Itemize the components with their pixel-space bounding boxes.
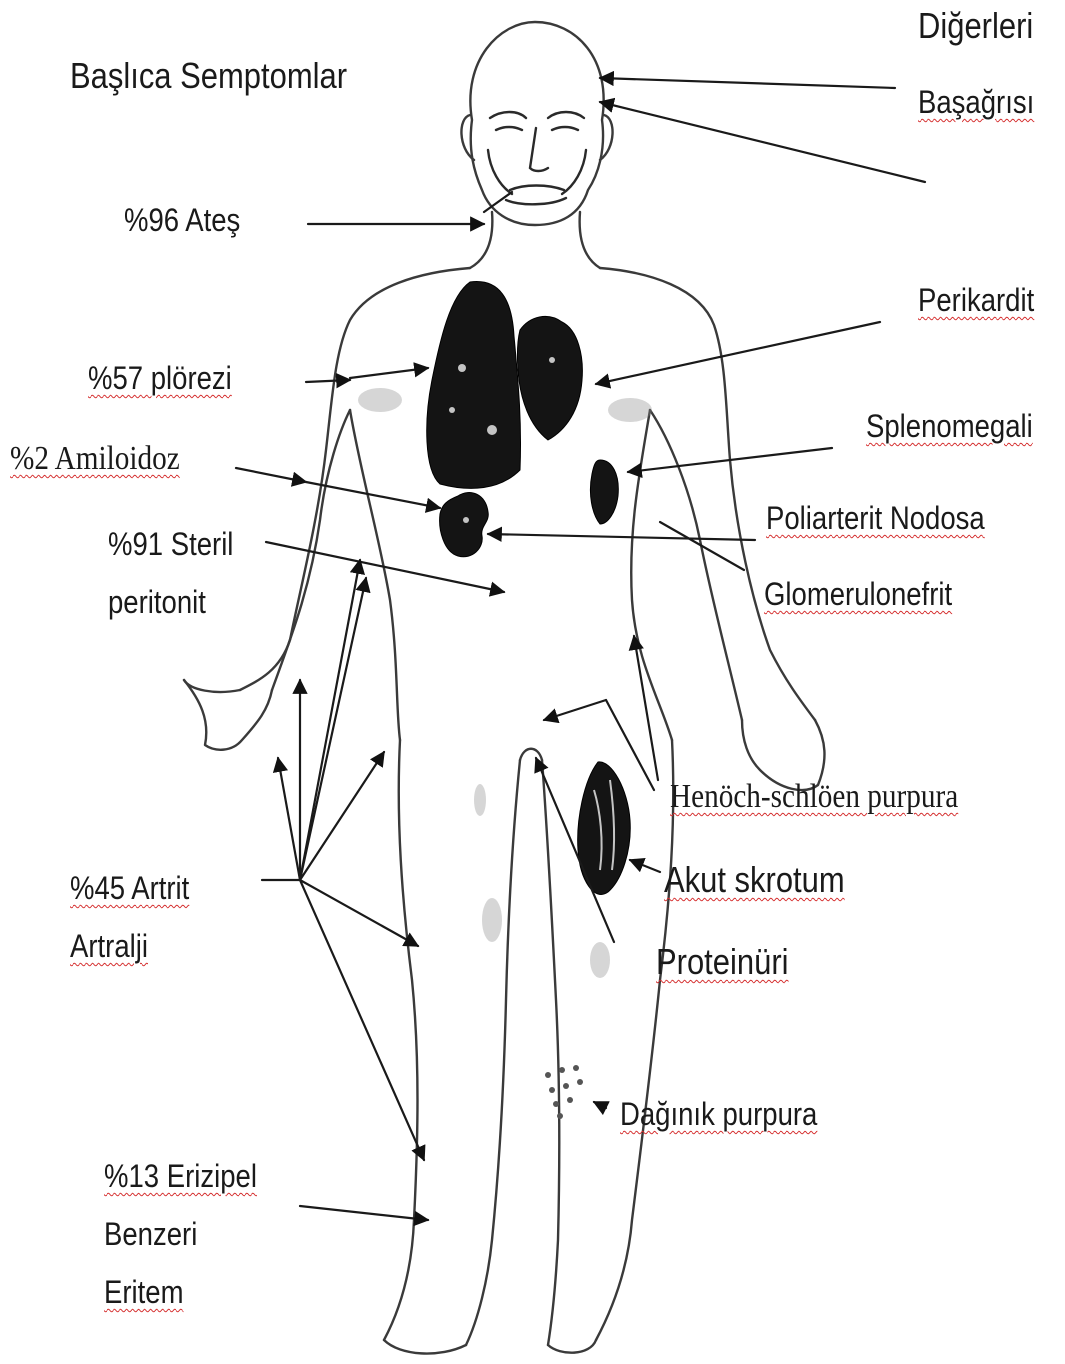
arrow-purpura	[594, 1102, 606, 1108]
arrow-amyloidosis-2	[306, 482, 440, 508]
label-proteinuria: Proteinüri	[656, 944, 789, 980]
arrow-pleurisy	[306, 380, 350, 382]
label-amyloidosis: %2 Amiloidoz	[10, 442, 180, 476]
arrow-arthritis-5	[300, 560, 360, 880]
arrow-hsp-3	[544, 700, 606, 720]
label-pericarditis: Perikardit	[918, 284, 1034, 316]
others-heading: Diğerleri	[918, 8, 1033, 44]
lung-icon	[427, 282, 521, 489]
label-arthritis-line1: %45 Artrit	[70, 872, 189, 904]
body-outline	[184, 22, 824, 1354]
kidney-icon	[440, 493, 489, 557]
label-arthritis-line2: Artralji	[70, 930, 148, 962]
arrow-amyloidosis	[236, 468, 306, 482]
label-splenomegaly: Splenomegali	[866, 410, 1033, 442]
purpura-dots	[545, 1065, 583, 1119]
label-erysipelas-line3: Eritem	[104, 1276, 184, 1308]
label-pleurisy: %57 plörezi	[88, 362, 232, 394]
label-scattered-purpura: Dağınık purpura	[620, 1098, 817, 1130]
label-polyarteritis-nodosa: Poliarterit Nodosa	[766, 502, 985, 534]
label-headache: Başağrısı	[918, 86, 1034, 118]
label-erysipelas-line2: Benzeri	[104, 1218, 197, 1250]
heart-icon	[517, 316, 582, 440]
main-symptoms-heading: Başlıca Semptomlar	[70, 58, 347, 94]
label-peritonitis-line2: peritonit	[108, 586, 206, 618]
arrow-pan	[488, 534, 755, 540]
label-peritonitis-line1: %91 Steril	[108, 528, 233, 560]
arrow-erysipelas	[300, 1206, 428, 1220]
label-acute-scrotum: Akut skrotum	[664, 862, 845, 898]
arrow-arthritis-7	[300, 880, 418, 946]
label-glomerulonephritis: Glomerulonefrit	[764, 578, 952, 610]
label-fever: %96 Ateş	[124, 204, 240, 236]
arrow-scrotum	[630, 860, 660, 872]
arrow-arthritis-3	[300, 578, 366, 880]
arrow-headache	[600, 102, 925, 182]
arrow-glomerulonephritis	[660, 522, 744, 570]
arrow-pleurisy-2	[350, 368, 428, 378]
label-erysipelas-line1: %13 Erizipel	[104, 1160, 257, 1192]
arrow-others-head	[600, 78, 895, 88]
arrow-arthritis-1	[278, 758, 300, 880]
label-henoch-schonlein-purpura: Henöch-schlöen purpura	[670, 780, 958, 814]
spleen-icon	[590, 460, 618, 524]
arrows	[236, 78, 925, 1220]
organs	[427, 282, 631, 895]
arrow-pericarditis	[596, 322, 880, 384]
face-features	[488, 112, 586, 204]
